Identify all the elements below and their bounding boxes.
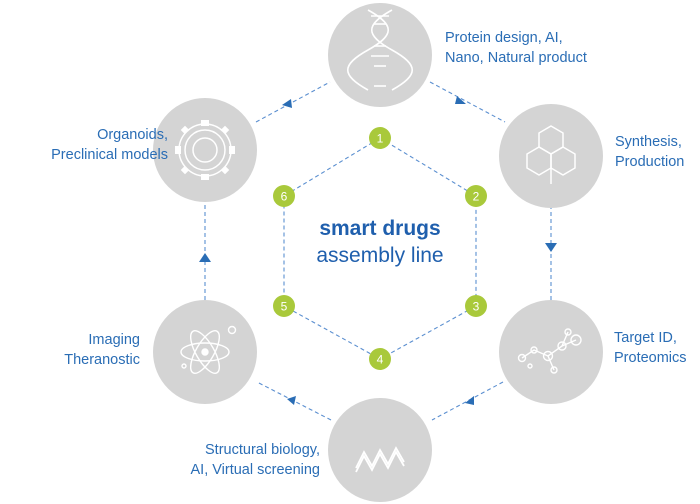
arrow-3-to-4 (465, 396, 474, 405)
arrow-5-to-6 (199, 253, 211, 262)
step-5-label-line-1: Imaging (88, 332, 140, 348)
dna-helix-icon (347, 9, 413, 91)
step-2-label-line-2: Production (615, 154, 685, 170)
arrow-4-to-5 (287, 396, 296, 405)
step-6-label-line-2: Preclinical models (51, 147, 168, 163)
badge-6-number: 6 (281, 190, 288, 204)
rna-strand-icon (355, 446, 405, 473)
step-6-circle (153, 98, 257, 202)
step-6-label-line-1: Organoids, (97, 127, 168, 143)
badge-6: 6 (273, 185, 295, 207)
badge-4: 4 (369, 348, 391, 370)
step-5-label: Imaging Theranostic (64, 330, 140, 370)
step-4-label-line-2: AI, Virtual screening (190, 462, 321, 478)
title-line-2: assembly line (316, 244, 444, 267)
step-2-label-line-1: Synthesis, (615, 134, 682, 150)
badge-5: 5 (273, 295, 295, 317)
connector-6-1 (255, 81, 331, 123)
title-line-1: smart drugs (319, 217, 441, 240)
arrow-2-to-3 (545, 243, 557, 252)
badge-1-number: 1 (377, 132, 384, 146)
step-6-label: Organoids, Preclinical models (51, 125, 168, 165)
diagram-title: smart drugs assembly line (290, 216, 470, 270)
step-3-label-line-1: Target ID, (614, 330, 677, 346)
badge-3-number: 3 (473, 300, 480, 314)
molecule-network-icon (517, 328, 582, 374)
badge-5-number: 5 (281, 300, 288, 314)
connector-1-2 (429, 81, 506, 123)
step-1-label-line-2: Nano, Natural product (445, 50, 587, 66)
step-3-label-line-2: Proteomics (614, 350, 687, 366)
step-1-label: Protein design, AI, Nano, Natural produc… (445, 28, 587, 68)
step-4-label: Structural biology, AI, Virtual screenin… (191, 440, 321, 480)
badge-2: 2 (465, 185, 487, 207)
step-2-label: Synthesis, Production (615, 132, 684, 172)
step-4-label-line-1: Structural biology, (205, 442, 320, 458)
arrow-6-to-1 (282, 99, 292, 108)
step-5-label-line-2: Theranostic (64, 352, 140, 368)
arrow-1-to-2 (455, 96, 466, 104)
molecule-hexagon-icon (526, 125, 576, 184)
step-1-label-line-1: Protein design, AI, (445, 30, 563, 46)
connector-3-4 (431, 381, 504, 421)
badge-4-number: 4 (377, 353, 384, 367)
badge-1: 1 (369, 127, 391, 149)
badge-3: 3 (465, 295, 487, 317)
badge-2-number: 2 (473, 190, 480, 204)
step-3-label: Target ID, Proteomics (614, 328, 687, 368)
atom-icon (180, 325, 237, 374)
cell-organoid-icon (175, 120, 235, 180)
